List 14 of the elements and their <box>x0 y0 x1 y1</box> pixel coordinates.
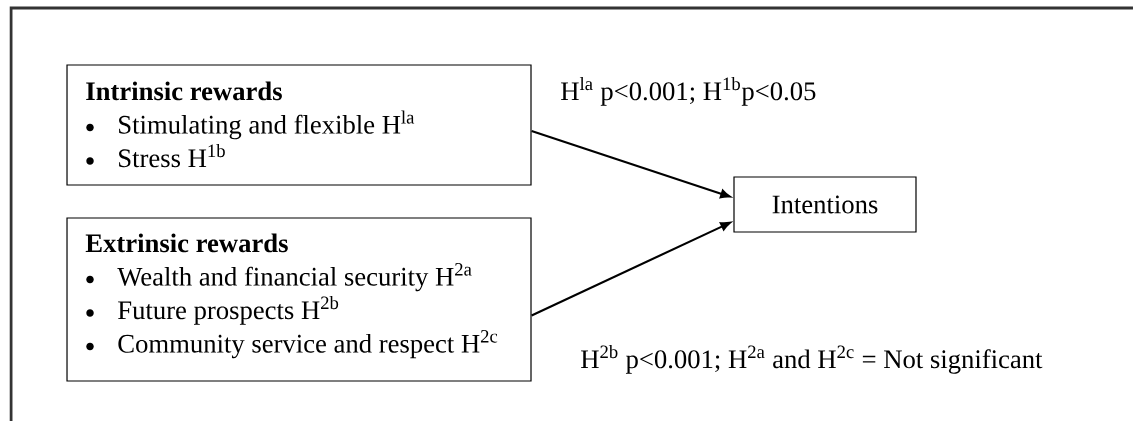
text-box <box>66 217 532 382</box>
bullet-item: Wealth and financial security H$^{2a}$ <box>86 263 472 292</box>
bullet-item: Stress H$^{1b}$ <box>86 144 225 168</box>
bullet-item: Community service and respect H$^{2c}$ <box>86 330 498 359</box>
significance-note: H$^{2b}$ p<0.001; H$^{2a}$ and H$^{2c}$ = Not significant <box>581 345 1043 374</box>
bullet-item: Future prospects H$^{2b}$ <box>86 296 339 325</box>
box-heading: Extrinsic rewards <box>85 233 288 253</box>
arrow <box>531 129 731 199</box>
significance-note: H$^{la}$ p<0.001; H$^{1b}$p<0.05 <box>561 77 816 106</box>
arrow <box>531 221 731 317</box>
bullet-item: Stimulating and flexible H$^{la}$ <box>86 110 415 140</box>
text-box: Intentions <box>733 176 917 233</box>
box-heading: Intrinsic rewards <box>86 81 282 101</box>
text-box <box>66 64 532 186</box>
